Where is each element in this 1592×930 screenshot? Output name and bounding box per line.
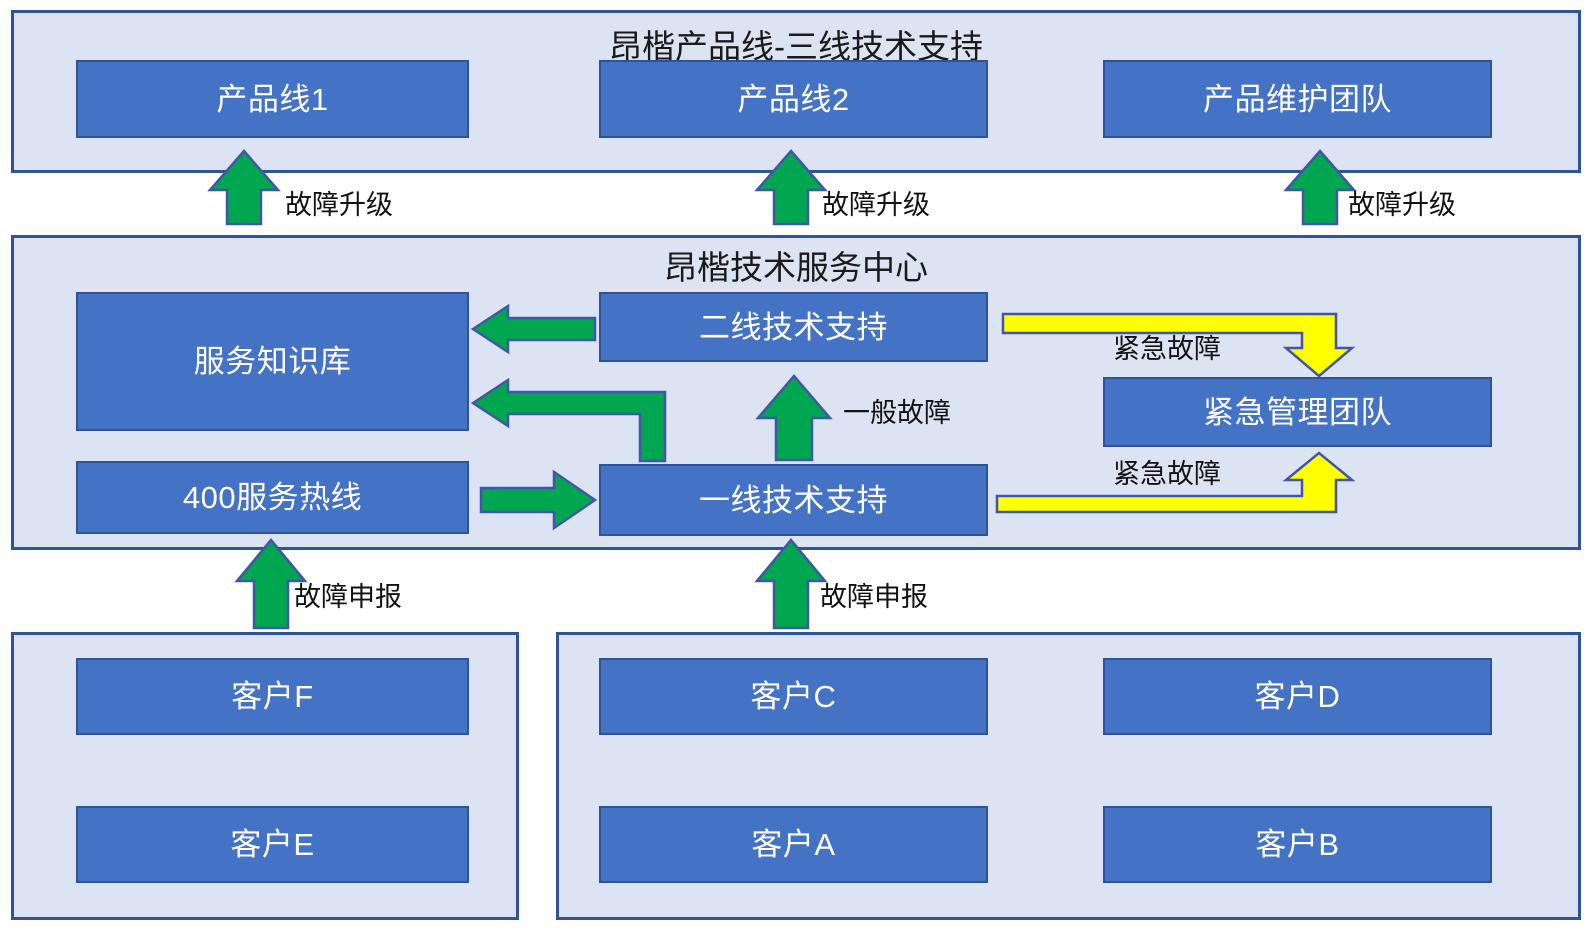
node-customer-d[interactable]: 客户D bbox=[1103, 658, 1492, 735]
node-first-line-support[interactable]: 一线技术支持 bbox=[599, 464, 988, 536]
node-emergency-management-team[interactable]: 紧急管理团队 bbox=[1103, 377, 1492, 447]
arrow-report-left bbox=[234, 538, 308, 630]
node-second-line-support[interactable]: 二线技术支持 bbox=[599, 292, 988, 362]
node-400-hotline[interactable]: 400服务热线 bbox=[76, 461, 469, 534]
edge-label-escalate-1: 故障升级 bbox=[285, 190, 393, 220]
arrow-l1-to-emergency bbox=[995, 451, 1356, 514]
node-product-maintenance-team[interactable]: 产品维护团队 bbox=[1103, 60, 1492, 138]
node-label: 产品线1 bbox=[216, 81, 329, 117]
node-customer-c[interactable]: 客户C bbox=[599, 658, 988, 735]
edge-label-general-fault: 一般故障 bbox=[843, 398, 951, 428]
arrow-hotline-to-l1 bbox=[479, 469, 598, 531]
node-label: 客户C bbox=[750, 679, 837, 714]
node-customer-e[interactable]: 客户E bbox=[76, 806, 469, 883]
node-product-line-1[interactable]: 产品线1 bbox=[76, 60, 469, 138]
node-product-line-2[interactable]: 产品线2 bbox=[599, 60, 988, 138]
node-knowledge-base[interactable]: 服务知识库 bbox=[76, 292, 469, 431]
edge-label-urgent-fault-up: 紧急故障 bbox=[1113, 459, 1221, 489]
node-label: 产品维护团队 bbox=[1203, 81, 1392, 117]
node-label: 客户E bbox=[230, 827, 315, 862]
node-customer-a[interactable]: 客户A bbox=[599, 806, 988, 883]
edge-label-escalate-2: 故障升级 bbox=[822, 190, 930, 220]
edge-label-report-left: 故障申报 bbox=[294, 582, 402, 612]
arrow-l2-to-emergency bbox=[1001, 312, 1356, 378]
node-label: 二线技术支持 bbox=[699, 309, 888, 345]
node-label: 服务知识库 bbox=[193, 344, 352, 379]
group-service-center-title: 昂楷技术服务中心 bbox=[664, 249, 928, 286]
arrow-l1-to-l2 bbox=[755, 374, 833, 462]
node-label: 客户A bbox=[751, 827, 836, 862]
arrow-report-right bbox=[754, 538, 828, 630]
edge-label-report-right: 故障申报 bbox=[820, 582, 928, 612]
arrow-l2-to-knowledge-base bbox=[470, 303, 597, 355]
arrow-escalate-3 bbox=[1283, 149, 1357, 226]
arrow-escalate-1 bbox=[207, 149, 281, 226]
edge-label-urgent-fault-down: 紧急故障 bbox=[1113, 334, 1221, 364]
node-label: 客户B bbox=[1255, 827, 1340, 862]
group-product-line-title: 昂楷产品线-三线技术支持 bbox=[609, 28, 983, 65]
node-customer-f[interactable]: 客户F bbox=[76, 658, 469, 735]
node-label: 紧急管理团队 bbox=[1203, 394, 1392, 430]
arrow-l1-to-knowledge-base bbox=[470, 377, 698, 463]
node-label: 产品线2 bbox=[737, 81, 850, 117]
node-label: 一线技术支持 bbox=[699, 482, 888, 518]
node-customer-b[interactable]: 客户B bbox=[1103, 806, 1492, 883]
edge-label-escalate-3: 故障升级 bbox=[1348, 190, 1456, 220]
node-label: 客户F bbox=[231, 679, 314, 714]
arrow-escalate-2 bbox=[754, 149, 828, 226]
node-label: 400服务热线 bbox=[182, 480, 363, 515]
node-label: 客户D bbox=[1254, 679, 1341, 714]
